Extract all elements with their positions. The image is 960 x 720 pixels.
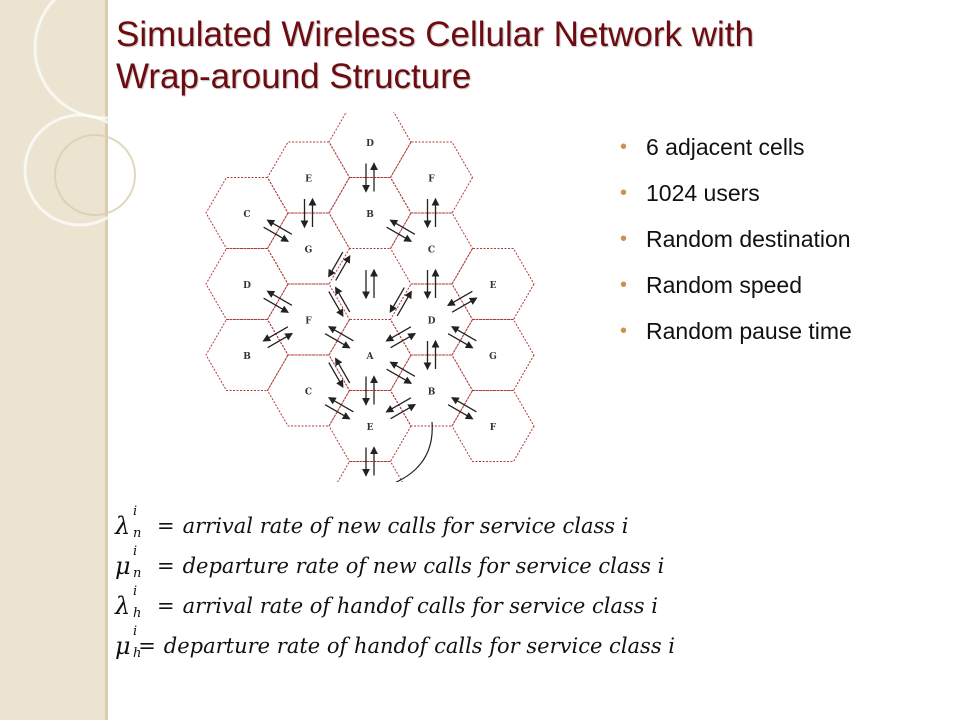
bullet-list: 6 adjacent cells 1024 users Random desti… bbox=[620, 128, 852, 358]
bullet-item: 1024 users bbox=[620, 174, 852, 220]
handoff-arrow bbox=[266, 219, 293, 235]
hex-cell-label: B bbox=[428, 388, 436, 398]
handoff-arrow bbox=[386, 226, 413, 242]
slide-title: Simulated Wireless Cellular Network with… bbox=[116, 14, 916, 98]
bullet-item: Random speed bbox=[620, 266, 852, 312]
handoff-arrow bbox=[389, 361, 416, 377]
handoff-arrow bbox=[263, 297, 290, 313]
hexagonal-cell-map: DEFCBEGCDAGFDBEFCBG bbox=[205, 112, 535, 482]
equals-sign: = bbox=[157, 554, 175, 578]
formula-text: departure rate of handof calls for servi… bbox=[163, 634, 675, 658]
formula-text: arrival rate of handof calls for service… bbox=[182, 594, 658, 618]
hex-cell-label: E bbox=[490, 281, 497, 291]
hex-cell-label: C bbox=[243, 210, 250, 220]
hex-cell bbox=[337, 461, 403, 482]
handoff-arrow bbox=[389, 219, 416, 235]
hex-cell-label: E bbox=[367, 423, 374, 433]
hex-cell-label: E bbox=[305, 174, 312, 184]
hex-cell bbox=[205, 177, 289, 249]
handoff-arrow bbox=[386, 368, 413, 384]
title-line-1: Simulated Wireless Cellular Network with bbox=[116, 15, 754, 54]
handoff-arrow bbox=[335, 286, 351, 313]
handoff-arrow bbox=[328, 291, 344, 318]
handoff-arrow bbox=[396, 290, 412, 317]
handoff-arrow bbox=[327, 326, 354, 342]
hex-cell bbox=[205, 319, 289, 391]
handoff-arrow bbox=[266, 290, 293, 306]
formula-text: arrival rate of new calls for service cl… bbox=[182, 514, 629, 538]
handoff-arrow bbox=[335, 254, 351, 281]
hex-cell bbox=[389, 354, 474, 427]
handoff-arrow bbox=[324, 404, 351, 420]
title-line-2: Wrap-around Structure bbox=[116, 57, 472, 96]
handoff-arrow bbox=[447, 404, 474, 420]
handoff-arrow bbox=[450, 326, 477, 342]
hex-cell bbox=[451, 390, 535, 462]
hex-cell-label: C bbox=[305, 388, 312, 398]
hex-cell bbox=[205, 248, 289, 320]
handoff-arrow bbox=[390, 404, 417, 420]
hex-cell bbox=[389, 212, 474, 285]
hex-cell-label: C bbox=[428, 245, 435, 255]
decorative-circles bbox=[23, 0, 177, 227]
hex-cell-label: F bbox=[490, 423, 497, 433]
handoff-arrow bbox=[327, 397, 354, 413]
handoff-arrow bbox=[451, 297, 478, 313]
handoff-arrow bbox=[328, 362, 344, 389]
hex-cell-label: A bbox=[366, 352, 375, 362]
handoff-arrow bbox=[446, 290, 473, 306]
hex-cell-label: G bbox=[305, 245, 313, 255]
equals-sign: = bbox=[138, 634, 156, 658]
pointer-arrow bbox=[394, 421, 433, 482]
hex-cell bbox=[266, 354, 351, 427]
hex-cell-label: B bbox=[243, 352, 251, 362]
hex-cell-label: B bbox=[366, 210, 374, 220]
bullet-item: Random pause time bbox=[620, 312, 852, 358]
sidebar-decoration bbox=[0, 0, 105, 720]
handoff-arrow bbox=[328, 251, 344, 278]
hex-cell-label: D bbox=[243, 281, 251, 291]
handoff-arrow bbox=[390, 333, 417, 349]
handoff-arrow bbox=[324, 333, 351, 349]
sidebar-edge bbox=[105, 0, 108, 720]
handoff-arrow bbox=[335, 357, 351, 384]
bullet-item: Random destination bbox=[620, 220, 852, 266]
handoff-arrow bbox=[267, 333, 294, 349]
handoff-arrow bbox=[385, 397, 412, 413]
handoff-arrow bbox=[389, 287, 405, 314]
handoff-arrow bbox=[385, 326, 412, 342]
hex-cell-label: D bbox=[366, 139, 374, 149]
hex-cell-label: D bbox=[428, 316, 436, 326]
handoff-arrow bbox=[262, 326, 289, 342]
formula-text: departure rate of new calls for service … bbox=[182, 554, 665, 578]
handoff-arrow bbox=[447, 333, 474, 349]
hex-cell-label: G bbox=[489, 352, 497, 362]
handoff-arrow bbox=[450, 397, 477, 413]
hex-cell bbox=[389, 283, 474, 356]
hex-cell-label: F bbox=[305, 316, 312, 326]
bullet-item: 6 adjacent cells bbox=[620, 128, 852, 174]
equals-sign: = bbox=[157, 514, 175, 538]
equals-sign: = bbox=[157, 594, 175, 618]
hex-cell-label: F bbox=[428, 174, 435, 184]
handoff-arrow bbox=[263, 226, 290, 242]
